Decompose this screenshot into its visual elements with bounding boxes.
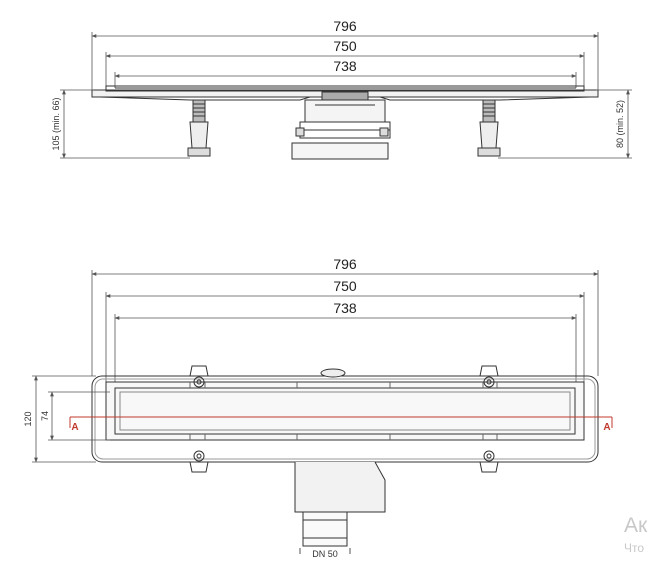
top-width-750: 750 — [333, 278, 357, 294]
side-height-dimensions — [60, 89, 632, 159]
side-right-foot — [477, 99, 501, 157]
top-height-120: 120 — [23, 411, 33, 426]
side-height-right: 80 (min. 52) — [615, 100, 625, 148]
watermark-line-1: Ак — [624, 514, 648, 537]
section-line — [69, 416, 613, 428]
side-siphon — [291, 91, 391, 160]
mounting-lug-top-right — [479, 365, 499, 388]
side-width-dimensions — [91, 32, 599, 96]
outlet-label: DN 50 — [312, 549, 338, 559]
top-height-74: 74 — [40, 411, 50, 421]
top-view — [32, 270, 599, 554]
top-width-796: 796 — [333, 256, 357, 272]
side-width-738: 738 — [333, 58, 357, 74]
mounting-lug-top-left — [189, 365, 209, 388]
watermark-line-2: Что — [624, 541, 645, 555]
top-height-dimensions — [32, 375, 110, 463]
side-left-foot — [187, 99, 211, 157]
mounting-lug-bottom-left — [189, 450, 209, 473]
top-channel — [105, 381, 585, 441]
side-view — [60, 32, 632, 160]
top-width-dimensions — [91, 270, 599, 384]
outlet-pipe — [294, 368, 386, 554]
top-width-738: 738 — [333, 300, 357, 316]
section-marker-left: A — [71, 422, 78, 433]
side-height-left: 105 (min. 66) — [51, 97, 61, 150]
side-width-796: 796 — [333, 18, 357, 34]
side-width-750: 750 — [333, 38, 357, 54]
section-marker-right: A — [603, 422, 610, 433]
mounting-lug-bottom-right — [479, 450, 499, 473]
